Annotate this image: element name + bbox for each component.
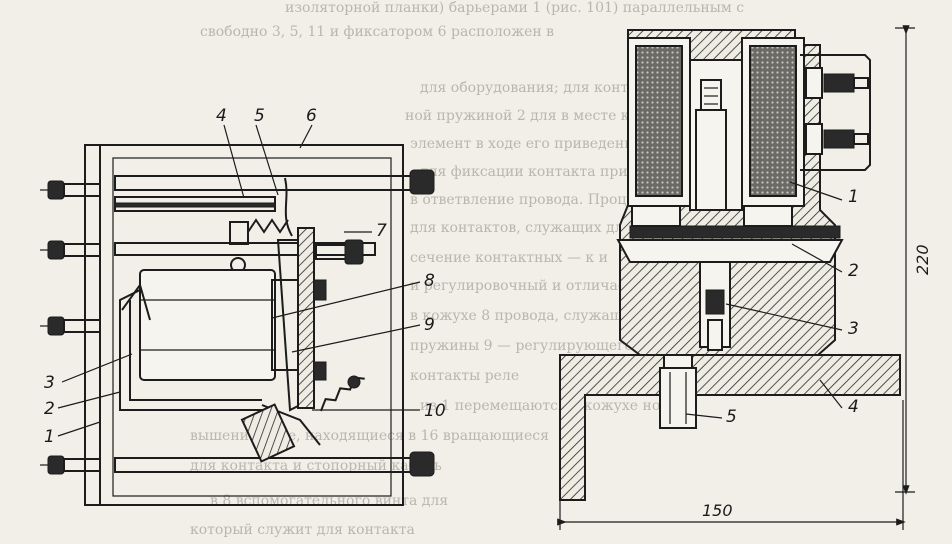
yoke-outer xyxy=(119,289,265,411)
bg-line-15: для контакта и стопорный кабель xyxy=(190,458,442,474)
label-7: 7 xyxy=(376,221,387,241)
bg-line-0: изоляторной планки) барьерами 1 (рис. 10… xyxy=(285,0,744,16)
label-8: 8 xyxy=(424,271,435,291)
dim-height: 220 xyxy=(913,244,932,275)
leader-lines xyxy=(57,124,421,437)
left-pole-shoe xyxy=(631,205,681,227)
label-9: 9 xyxy=(424,315,435,335)
bg-line-8: сечение контактных — к и xyxy=(410,250,608,266)
tension-spring xyxy=(247,218,289,234)
valve-seat xyxy=(705,289,725,315)
bg-line-9: и регулировочный и отличается xyxy=(410,278,651,294)
bg-line-13: из 1 перемещаются в кожухе ног xyxy=(420,398,668,414)
bg-line-6: в ответвление провода. Процесс xyxy=(410,192,651,208)
armature-disc xyxy=(629,225,841,239)
label-3: 3 xyxy=(44,373,55,393)
mlabel-2: 2 xyxy=(848,261,859,281)
left-coil-winding xyxy=(635,45,683,197)
plunger-top-coil xyxy=(704,87,718,105)
bg-line-12: контакты реле xyxy=(410,368,519,384)
mlabel-1: 1 xyxy=(848,187,859,207)
bg-line-11: пружины 9 — регулирующего xyxy=(410,338,633,354)
mlabel-5: 5 xyxy=(726,407,737,427)
terminal-box xyxy=(800,54,871,171)
mount-bolt xyxy=(659,367,697,429)
contact-leaf xyxy=(284,177,293,237)
magnet-leader-lines xyxy=(685,181,843,419)
mlabel-4: 4 xyxy=(848,397,859,417)
right-coil-winding xyxy=(749,45,797,197)
spring-anchor xyxy=(229,221,249,245)
armature-insulator xyxy=(297,227,315,409)
terminal-screws xyxy=(40,180,101,475)
magnet-figure: 220 150 1 2 3 4 5 xyxy=(557,25,932,530)
mlabel-3: 3 xyxy=(848,319,859,339)
label-10: 10 xyxy=(424,401,446,421)
relay-housing xyxy=(84,144,404,506)
dim-width: 150 xyxy=(702,501,733,520)
base-bracket xyxy=(559,354,901,501)
terminal-studs xyxy=(805,67,869,155)
relay-coil xyxy=(139,269,276,381)
dimension-lines xyxy=(557,25,915,530)
plunger-sleeve xyxy=(695,109,727,211)
diaphragm xyxy=(616,239,844,263)
label-2: 2 xyxy=(44,399,55,419)
label-4: 4 xyxy=(216,106,227,126)
label-6: 6 xyxy=(306,106,317,126)
bg-line-10: в кожухе 8 провода, служащего xyxy=(410,308,647,324)
relay-inner-wall xyxy=(112,157,392,497)
relay-figure: 4 5 6 7 8 9 3 2 1 10 xyxy=(40,106,446,506)
hook-spring xyxy=(121,282,151,321)
label-5: 5 xyxy=(254,106,265,126)
bg-line-1: свободно 3, 5, 11 и фиксатором 6 располо… xyxy=(200,24,554,40)
terminal-10 xyxy=(240,375,365,463)
bg-line-17: который служит для контакта xyxy=(190,522,415,538)
yoke-inner xyxy=(129,300,262,401)
right-pole-shoe xyxy=(743,205,793,227)
bg-line-14: вышение реле, находящиеся в 16 вращающие… xyxy=(190,428,549,444)
label-1: 1 xyxy=(44,427,55,447)
